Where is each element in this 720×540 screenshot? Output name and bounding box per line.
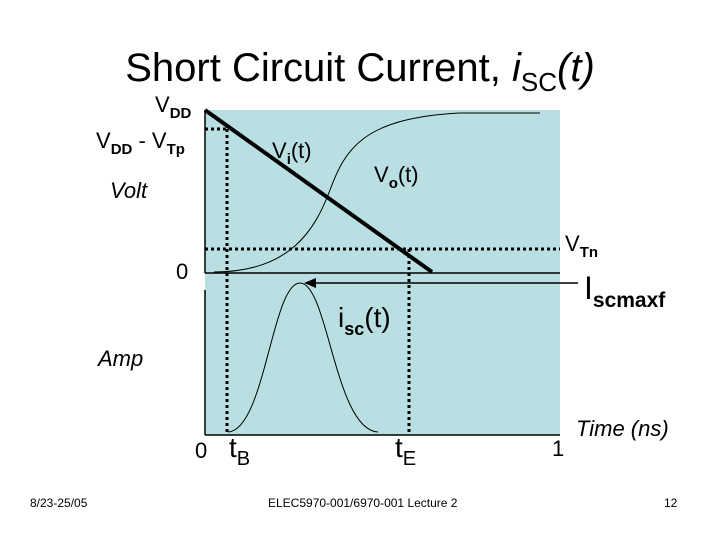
vi-curve bbox=[203, 108, 434, 274]
vi-label: Vi(t) bbox=[272, 138, 312, 168]
volt-axis-label: Volt bbox=[110, 178, 148, 203]
footer-date: 8/23-25/05 bbox=[30, 496, 88, 510]
zero-volt-label: 0 bbox=[176, 259, 189, 284]
vo-label: Vo(t) bbox=[374, 162, 419, 192]
time-axis-label: Time (ns) bbox=[576, 416, 669, 441]
tb-label: tB bbox=[229, 432, 251, 470]
slide-title: Short Circuit Current, iSC(t) bbox=[125, 46, 595, 97]
te-label: tE bbox=[395, 432, 417, 470]
one-time-label: 1 bbox=[552, 436, 565, 461]
zero-time-label: 0 bbox=[195, 438, 208, 463]
isc-label: isc(t) bbox=[338, 302, 391, 339]
amp-axis-label: Amp bbox=[98, 346, 144, 371]
iscmaxf-label: Iscmaxf bbox=[584, 270, 666, 312]
iscmaxf-arrowhead bbox=[304, 278, 316, 288]
footer-course: ELEC5970-001/6970-001 Lecture 2 bbox=[268, 496, 458, 510]
vdd-minus-vtp-label: VDD - VTp bbox=[96, 128, 185, 158]
vtn-label: VTn bbox=[565, 231, 599, 261]
vo-curve bbox=[213, 112, 540, 273]
isc-curve bbox=[227, 282, 379, 433]
footer-page: 12 bbox=[664, 496, 678, 510]
vdd-label: VDD bbox=[155, 92, 192, 122]
